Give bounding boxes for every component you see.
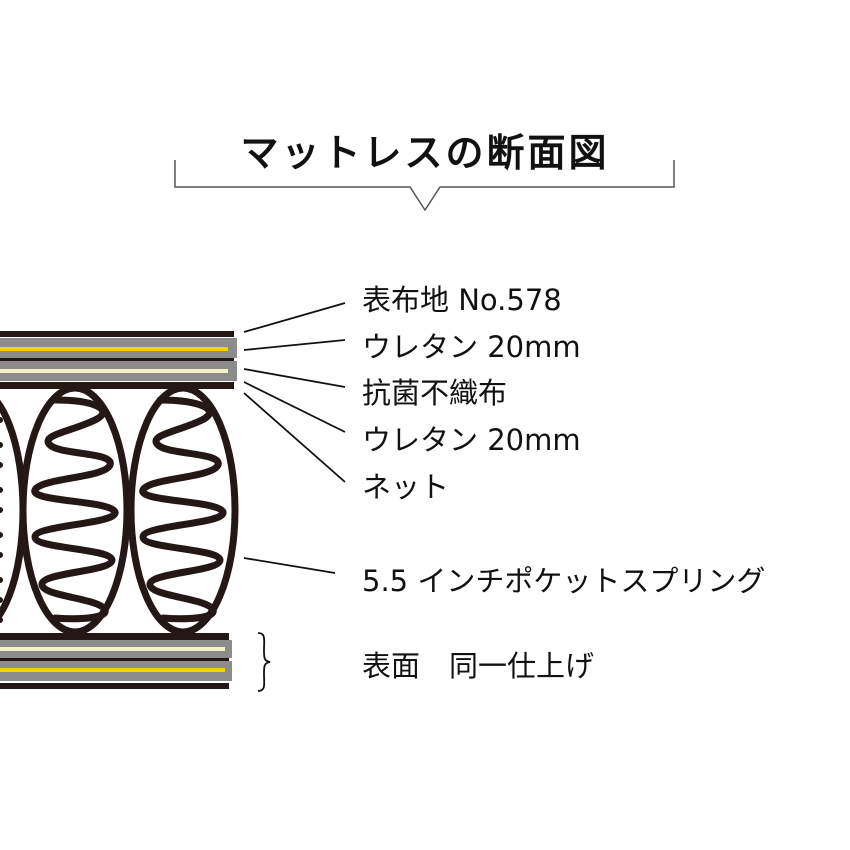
page-title: マットレスの断面図 xyxy=(240,131,610,175)
label-surface: 表面 同一仕上げ xyxy=(362,649,595,683)
title-bracket xyxy=(174,160,675,212)
label-net: ネット xyxy=(362,470,450,504)
label-spring: 5.5 インチポケットスプリング xyxy=(362,564,766,598)
pocket-springs xyxy=(0,384,239,636)
brace-icon xyxy=(257,632,271,692)
label-urethane-bottom: ウレタン 20mm xyxy=(362,423,581,457)
label-urethane-top: ウレタン 20mm xyxy=(362,330,581,364)
label-fabric: 表布地 No.578 xyxy=(362,283,562,317)
label-antibacterial: 抗菌不織布 xyxy=(362,376,508,410)
bottom-layers xyxy=(0,633,232,689)
top-layers xyxy=(0,331,237,389)
leader-lines xyxy=(243,302,346,574)
